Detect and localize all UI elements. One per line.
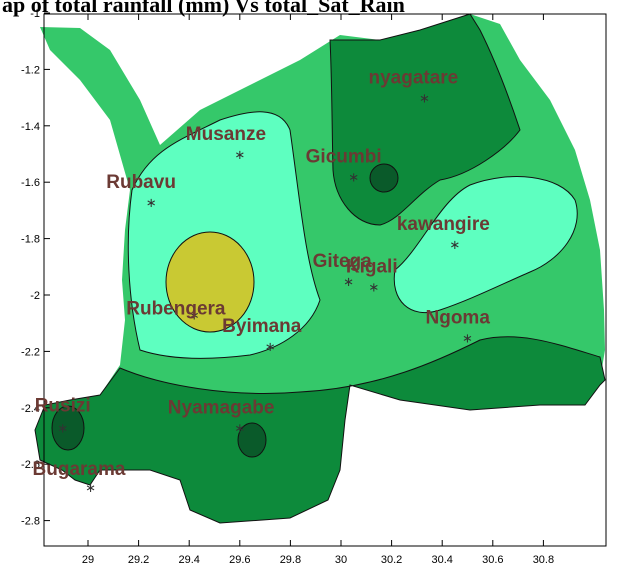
y-tick-label: -2.8 xyxy=(21,516,40,528)
y-tick-label: -1 xyxy=(30,8,40,20)
x-tick-label: 30.6 xyxy=(482,554,503,566)
y-tick-label: -2.4 xyxy=(21,403,40,415)
zone-peak-rubengera xyxy=(165,231,255,333)
zone-light-east xyxy=(393,176,578,314)
station-marker-icon: ∗ xyxy=(368,281,379,296)
station-label: Musanze xyxy=(186,124,266,145)
station-marker-icon: ∗ xyxy=(85,481,96,496)
x-axis: 29 29.2 29.4 29.6 29.8 30 30.2 30.4 30.6 30.8 xyxy=(82,14,554,566)
x-tick-label: 29.2 xyxy=(128,554,149,566)
x-tick-label: 30 xyxy=(335,554,347,566)
zone-dark-south xyxy=(34,336,606,524)
station-marker-icon: ∗ xyxy=(234,422,245,437)
y-tick-label: -1.8 xyxy=(21,234,40,246)
station-marker-icon: ∗ xyxy=(419,92,430,107)
y-tick-label: -1.4 xyxy=(21,121,40,133)
x-tick-label: 30.2 xyxy=(381,554,402,566)
station-layer: ∗ nyagatare ∗ Musanze ∗ Gicumbi ∗ Rubavu ∗ kawang… xyxy=(33,68,491,496)
station-label: Ngoma xyxy=(426,307,491,328)
station-marker-icon: ∗ xyxy=(449,238,460,253)
station-label: Bugarama xyxy=(33,459,126,480)
station-marker-icon: ∗ xyxy=(146,196,157,211)
x-tick-label: 29.8 xyxy=(280,554,301,566)
station-label: Rubavu xyxy=(106,172,176,193)
station-marker-icon: ∗ xyxy=(343,275,354,290)
station-label: Kigali xyxy=(346,257,398,278)
station-marker-icon: ∗ xyxy=(234,148,245,163)
station-label: Gitega xyxy=(313,251,373,272)
zone-darkest-gicumbi xyxy=(369,163,399,193)
x-tick-label: 30.8 xyxy=(533,554,554,566)
x-tick-label: 29.6 xyxy=(229,554,250,566)
station-marker-icon: ∗ xyxy=(57,422,68,437)
station-marker-icon: ∗ xyxy=(348,171,359,186)
x-tick-label: 29.4 xyxy=(178,554,199,566)
station-label: nyagatare xyxy=(368,68,458,89)
x-tick-label: 29 xyxy=(82,554,94,566)
station-marker-icon: ∗ xyxy=(462,331,473,346)
station-label: kawangire xyxy=(397,214,490,235)
station-marker-icon: ∗ xyxy=(265,340,276,355)
station-label: Rubengera xyxy=(126,299,226,320)
station-marker-icon: ∗ xyxy=(189,309,200,324)
y-tick-label: -1.2 xyxy=(21,64,40,76)
y-tick-label: -2.6 xyxy=(21,459,40,471)
y-tick-label: -2 xyxy=(30,290,40,302)
station-label: Gicumbi xyxy=(306,147,382,168)
y-tick-label: -1.6 xyxy=(21,177,40,189)
x-tick-label: 30.4 xyxy=(431,554,452,566)
plot-frame xyxy=(43,13,607,547)
map-title: ap of total rainfall (mm) Vs total_Sat_R… xyxy=(2,0,405,17)
station-label: Nyamagabe xyxy=(168,398,275,419)
zone-darkest-nyamagabe xyxy=(237,422,267,458)
station-label: Rusizi xyxy=(35,396,91,417)
station-label: Byimana xyxy=(222,316,302,337)
y-tick-label: -2.2 xyxy=(21,346,40,358)
zone-darkest-rusizi xyxy=(51,405,85,451)
y-axis: -1 -1.2 -1.4 -1.6 -1.8 -2 -2.2 -2.4 -2.6 -2.8 xyxy=(21,8,50,528)
